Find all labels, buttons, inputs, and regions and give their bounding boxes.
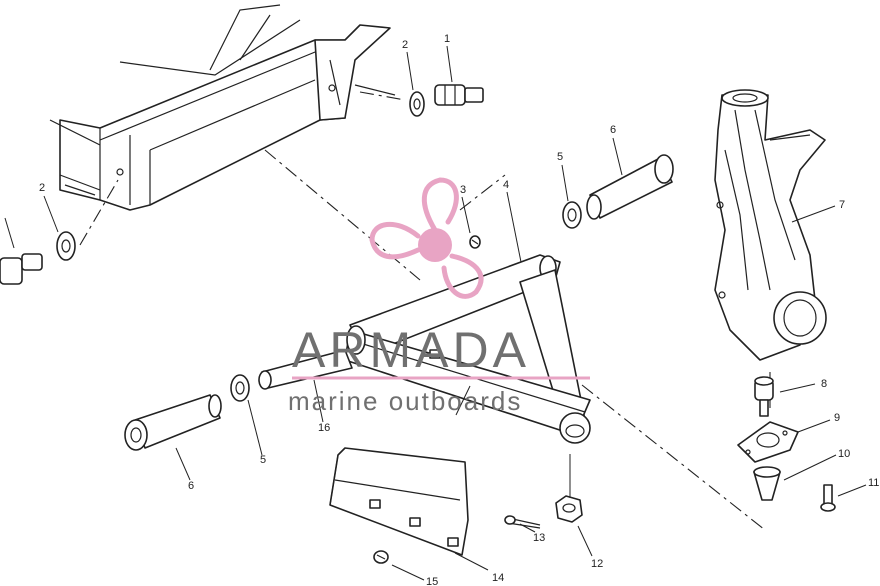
screw-right [820,484,836,512]
watermark: ARMADA marine outboards [288,177,590,416]
center-line-left [79,179,119,246]
washer-top [409,91,425,117]
cotter-pin [504,515,541,529]
pivot-shaft [258,349,353,390]
bushing-right [586,154,674,220]
callout-2-top: 2 [402,39,408,51]
center-line-right-bolt [359,91,406,101]
callout-8: 8 [821,378,827,390]
callout-4: 4 [503,179,509,191]
callout-6-right: 6 [610,124,616,136]
watermark-title: ARMADA [292,322,530,378]
callout-1: 1 [444,33,450,45]
washer-left [56,231,76,261]
spacer-washer-left [230,374,250,402]
a-arm-guard [329,447,469,556]
castle-nut [555,495,583,523]
callout-15: 15 [426,576,438,586]
callout-10: 10 [838,448,850,460]
callout-7: 7 [839,199,845,211]
callout-12: 12 [591,558,603,570]
frame-rail [49,4,396,211]
callout-13: 13 [533,532,545,544]
bushing-left [124,394,222,451]
bolt-left [0,253,43,285]
spindle-knuckle [714,89,827,361]
callout-3: 3 [460,184,466,196]
cone-cap [753,466,781,501]
callout-16: 16 [318,422,330,434]
callout-9: 9 [834,412,840,424]
watermark-subtitle: marine outboards [288,386,522,416]
center-line-main [264,149,421,281]
center-line-shaft [581,384,766,531]
callout-6-left: 6 [188,480,194,492]
bolt-top [434,84,484,106]
callout-14: 14 [492,572,504,584]
center-line-pivot [459,174,506,211]
callout-5-left: 5 [260,454,266,466]
callout-11: 11 [868,477,879,489]
spacer-washer-right [562,201,582,229]
callout-labels: 1 2 2 3 4 5 5 6 6 7 8 9 10 11 12 13 14 1… [39,33,879,586]
grease-fitting [469,235,481,249]
callout-2-left: 2 [39,182,45,194]
callout-5-right: 5 [557,151,563,163]
mounting-plate [737,421,799,463]
propeller-logo [369,177,484,299]
screw-bottom [373,550,389,564]
leader-lines [4,45,867,581]
a-arm [344,254,591,444]
spindle-bolt [754,376,774,417]
